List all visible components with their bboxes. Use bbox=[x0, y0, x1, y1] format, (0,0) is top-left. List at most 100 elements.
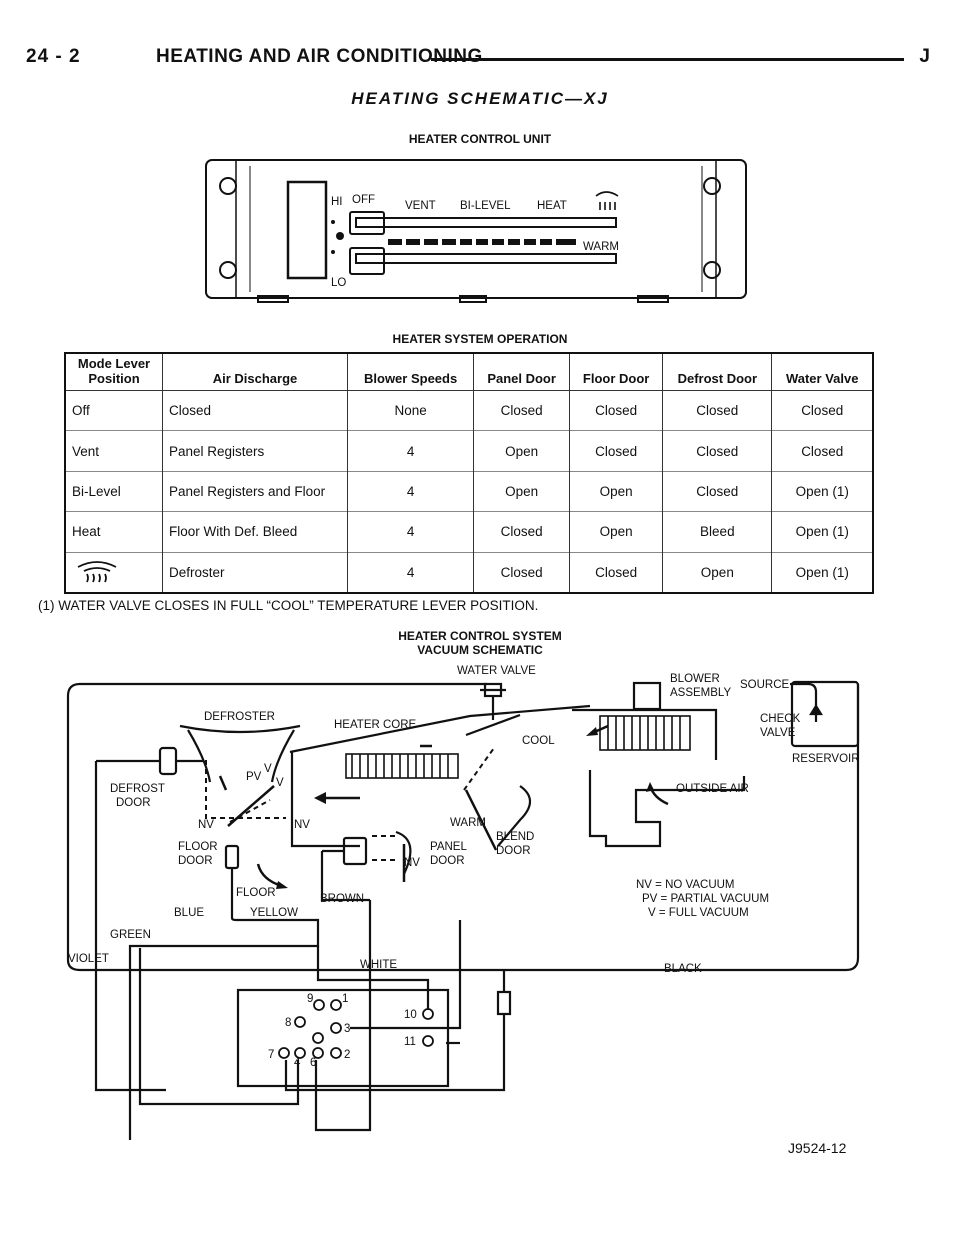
table-row: Off Closed None Closed Closed Closed Clo… bbox=[66, 390, 872, 431]
label-check-2: VALVE bbox=[760, 727, 796, 739]
cell: Open bbox=[473, 430, 570, 472]
label-blend-door-2: DOOR bbox=[496, 845, 531, 857]
label-defroster: DEFROSTER bbox=[204, 711, 275, 723]
port-11: 11 bbox=[404, 1036, 416, 1048]
label-panel-door-2: DOOR bbox=[430, 855, 465, 867]
cell: Defroster bbox=[162, 552, 348, 592]
cell: Heat bbox=[72, 524, 101, 540]
connector-ports bbox=[278, 999, 434, 1059]
col-floor: Floor Door bbox=[569, 354, 663, 391]
heater-core bbox=[345, 753, 459, 779]
control-unit-caption: HEATER CONTROL UNIT bbox=[408, 132, 552, 146]
cell: 4 bbox=[346, 511, 474, 553]
port-9: 9 bbox=[307, 993, 313, 1005]
port-6: 6 bbox=[310, 1057, 316, 1069]
label-v2: V bbox=[276, 777, 284, 789]
page-number: 24 - 2 bbox=[26, 46, 81, 67]
port-2: 2 bbox=[344, 1049, 350, 1061]
label-nv3: NV bbox=[404, 857, 420, 869]
section-title: HEATING AND AIR CONDITIONING bbox=[156, 46, 483, 67]
label-source: SOURCE bbox=[740, 679, 790, 691]
label-blend-door-1: BLEND bbox=[496, 831, 534, 843]
cell: Open bbox=[569, 511, 663, 553]
cell: Closed bbox=[569, 430, 663, 472]
label-heat: HEAT bbox=[537, 200, 567, 212]
label-floor: FLOOR bbox=[236, 887, 276, 899]
table-footnote: (1) WATER VALVE CLOSES IN FULL “COOL” TE… bbox=[38, 598, 539, 613]
cell: Closed bbox=[473, 390, 570, 431]
label-pv: PV bbox=[246, 771, 262, 783]
cell: Floor With Def. Bleed bbox=[162, 511, 348, 553]
blower-wheel bbox=[599, 715, 691, 751]
header-rule bbox=[431, 58, 904, 61]
cell: Closed bbox=[771, 390, 872, 431]
label-defrost-door-2: DOOR bbox=[116, 797, 151, 809]
label-blue: BLUE bbox=[174, 907, 204, 919]
cell: Vent bbox=[72, 443, 100, 459]
label-water-valve: WATER VALVE bbox=[457, 665, 536, 677]
label-check-1: CHECK bbox=[760, 713, 801, 725]
cell: 4 bbox=[346, 471, 474, 512]
port-8: 8 bbox=[285, 1017, 291, 1029]
label-bilevel: BI-LEVEL bbox=[460, 200, 511, 212]
label-defrost-door-1: DEFROST bbox=[110, 783, 165, 795]
cell: Open bbox=[473, 471, 570, 512]
label-vent: VENT bbox=[405, 200, 436, 212]
figure-id: J9524-12 bbox=[788, 1140, 847, 1156]
defrost-icon bbox=[595, 191, 619, 210]
port-7: 7 bbox=[268, 1049, 274, 1061]
legend-nv: NV = NO VACUUM bbox=[636, 879, 735, 891]
table-row: Bi-Level Panel Registers and Floor 4 Ope… bbox=[66, 471, 872, 512]
cell-defrost-mode bbox=[66, 552, 163, 592]
defrost-icon bbox=[77, 560, 117, 583]
cell: Open (1) bbox=[771, 471, 872, 512]
col-blower: Blower Speeds bbox=[346, 354, 474, 391]
schematic-caption-2: VACUUM SCHEMATIC bbox=[417, 643, 543, 657]
label-nv2: NV bbox=[294, 819, 310, 831]
cell: Closed bbox=[162, 390, 348, 431]
col-panel: Panel Door bbox=[473, 354, 570, 391]
cell: Closed bbox=[569, 390, 663, 431]
operation-table: Mode Lever Position Air Discharge Blower… bbox=[64, 352, 874, 594]
cell: 4 bbox=[346, 552, 474, 592]
cell: Closed bbox=[662, 390, 772, 431]
cell: None bbox=[346, 390, 474, 431]
label-panel-door-1: PANEL bbox=[430, 841, 467, 853]
legend-pv: PV = PARTIAL VACUUM bbox=[642, 893, 769, 905]
col-air-discharge: Air Discharge bbox=[162, 354, 348, 391]
page-title: HEATING SCHEMATIC—XJ bbox=[351, 89, 609, 108]
schematic-caption-1: HEATER CONTROL SYSTEM bbox=[398, 629, 562, 643]
col-water: Water Valve bbox=[771, 354, 872, 391]
cell: Closed bbox=[662, 430, 772, 472]
operation-caption: HEATER SYSTEM OPERATION bbox=[392, 332, 568, 346]
cell: Closed bbox=[662, 471, 772, 512]
table-row: Vent Panel Registers 4 Open Closed Close… bbox=[66, 430, 872, 472]
cell: 4 bbox=[346, 430, 474, 472]
page-header: 24 - 2 HEATING AND AIR CONDITIONING J bbox=[26, 46, 930, 72]
cell: Closed bbox=[473, 511, 570, 553]
table-row: Defroster 4 Closed Closed Open Open (1) bbox=[66, 552, 872, 592]
label-yellow: YELLOW bbox=[250, 907, 298, 919]
label-green: GREEN bbox=[110, 929, 151, 941]
section-letter: J bbox=[919, 46, 930, 67]
legend-v: V = FULL VACUUM bbox=[648, 907, 749, 919]
heater-control-unit: HI OFF VENT BI-LEVEL HEAT WARM LO bbox=[205, 159, 747, 303]
label-floor-door-2: DOOR bbox=[178, 855, 213, 867]
label-blower-2: ASSEMBLY bbox=[670, 687, 731, 699]
cell: Closed bbox=[771, 430, 872, 472]
label-cool: COOL bbox=[522, 735, 555, 747]
label-v1: V bbox=[264, 763, 272, 775]
col-defrost: Defrost Door bbox=[662, 354, 772, 391]
table-header-row: Mode Lever Position Air Discharge Blower… bbox=[66, 354, 872, 391]
cell: Bi-Level bbox=[72, 484, 121, 500]
cell: Bleed bbox=[662, 511, 772, 553]
cell: Off bbox=[72, 403, 90, 419]
label-brown: BROWN bbox=[320, 893, 364, 905]
label-floor-door-1: FLOOR bbox=[178, 841, 218, 853]
port-10: 10 bbox=[404, 1009, 417, 1021]
label-violet: VIOLET bbox=[68, 953, 109, 965]
label-hi: HI bbox=[331, 196, 343, 208]
table-row: Heat Floor With Def. Bleed 4 Closed Open… bbox=[66, 511, 872, 553]
port-4: 4 bbox=[294, 1057, 301, 1069]
